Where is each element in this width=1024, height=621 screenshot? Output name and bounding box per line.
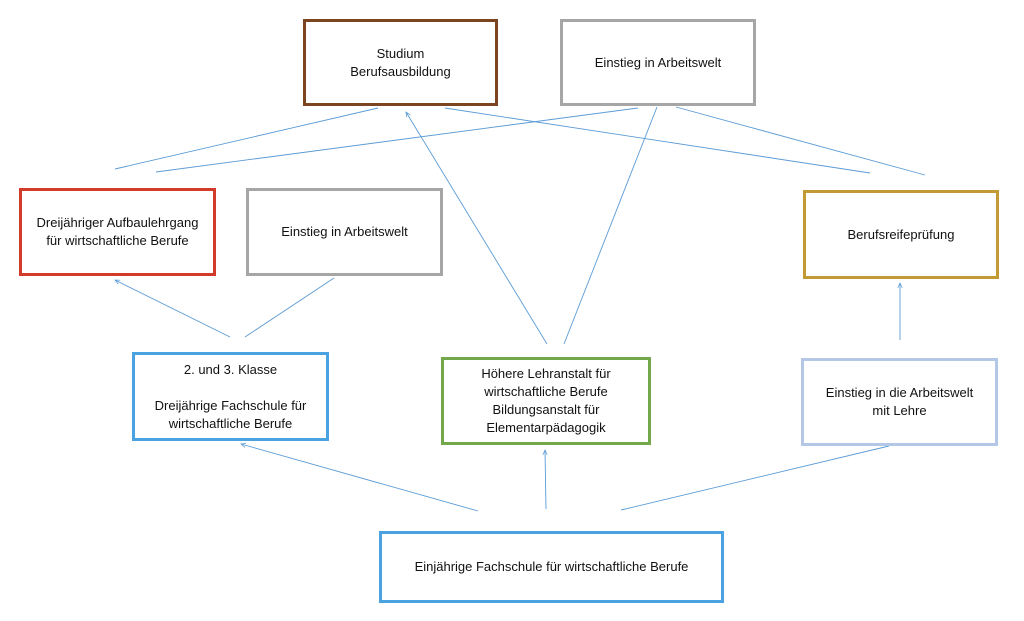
- connector-studium-left: [114, 107, 379, 170]
- box-einstieg-arbeitswelt-mid: Einstieg in Arbeitswelt: [246, 188, 443, 276]
- connector-einstieg-left: [155, 107, 639, 173]
- box-hoehere-label: Höhere Lehranstalt für wirtschaftliche B…: [481, 366, 611, 435]
- box-einstieg-mid-label: Einstieg in Arbeitswelt: [281, 224, 408, 239]
- box-einjaehrig-label: Einjährige Fachschule für wirtschaftlich…: [414, 559, 689, 574]
- box-fachschule-3-label: 2. und 3. Klasse Dreijährige Fachschule …: [154, 361, 307, 431]
- connector-einstieg-right: [675, 106, 926, 176]
- box-berufsreifepruefung: Berufsreifeprüfung: [803, 190, 999, 279]
- box-lehre-label: Einstieg in die Arbeitswelt mit Lehre: [825, 385, 974, 418]
- connector-einjaehrig-fachschule: [241, 444, 479, 512]
- box-aufbaulehrgang: Dreijähriger Aufbaulehrgang für wirtscha…: [19, 188, 216, 276]
- connector-hoehere-einstieg: [563, 106, 658, 345]
- box-einstieg-arbeitswelt-top: Einstieg in Arbeitswelt: [560, 19, 756, 106]
- box-dreijaehrige-fachschule: 2. und 3. Klasse Dreijährige Fachschule …: [132, 352, 329, 441]
- box-einstieg-top-label: Einstieg in Arbeitswelt: [594, 54, 722, 70]
- box-studium-label: Studium Berufsausbildung: [350, 45, 451, 79]
- connector-einjaehrig-hoehere: [545, 450, 546, 510]
- connector-studium-right: [444, 107, 871, 174]
- connector-fachschule-einstieg: [244, 277, 335, 338]
- box-einstieg-lehre: Einstieg in die Arbeitswelt mit Lehre: [801, 358, 998, 446]
- box-aufbaulehrgang-label: Dreijähriger Aufbaulehrgang für wirtscha…: [36, 215, 199, 248]
- connector-fachschule-aufbau: [115, 280, 231, 338]
- box-berufsreife-label: Berufsreifeprüfung: [847, 226, 955, 242]
- box-einjaehrige-fachschule: Einjährige Fachschule für wirtschaftlich…: [379, 531, 724, 603]
- box-hoehere-lehranstalt: Höhere Lehranstalt für wirtschaftliche B…: [441, 357, 651, 445]
- connector-einjaehrig-lehre: [620, 445, 890, 511]
- box-studium-berufsausbildung: Studium Berufsausbildung: [303, 19, 498, 106]
